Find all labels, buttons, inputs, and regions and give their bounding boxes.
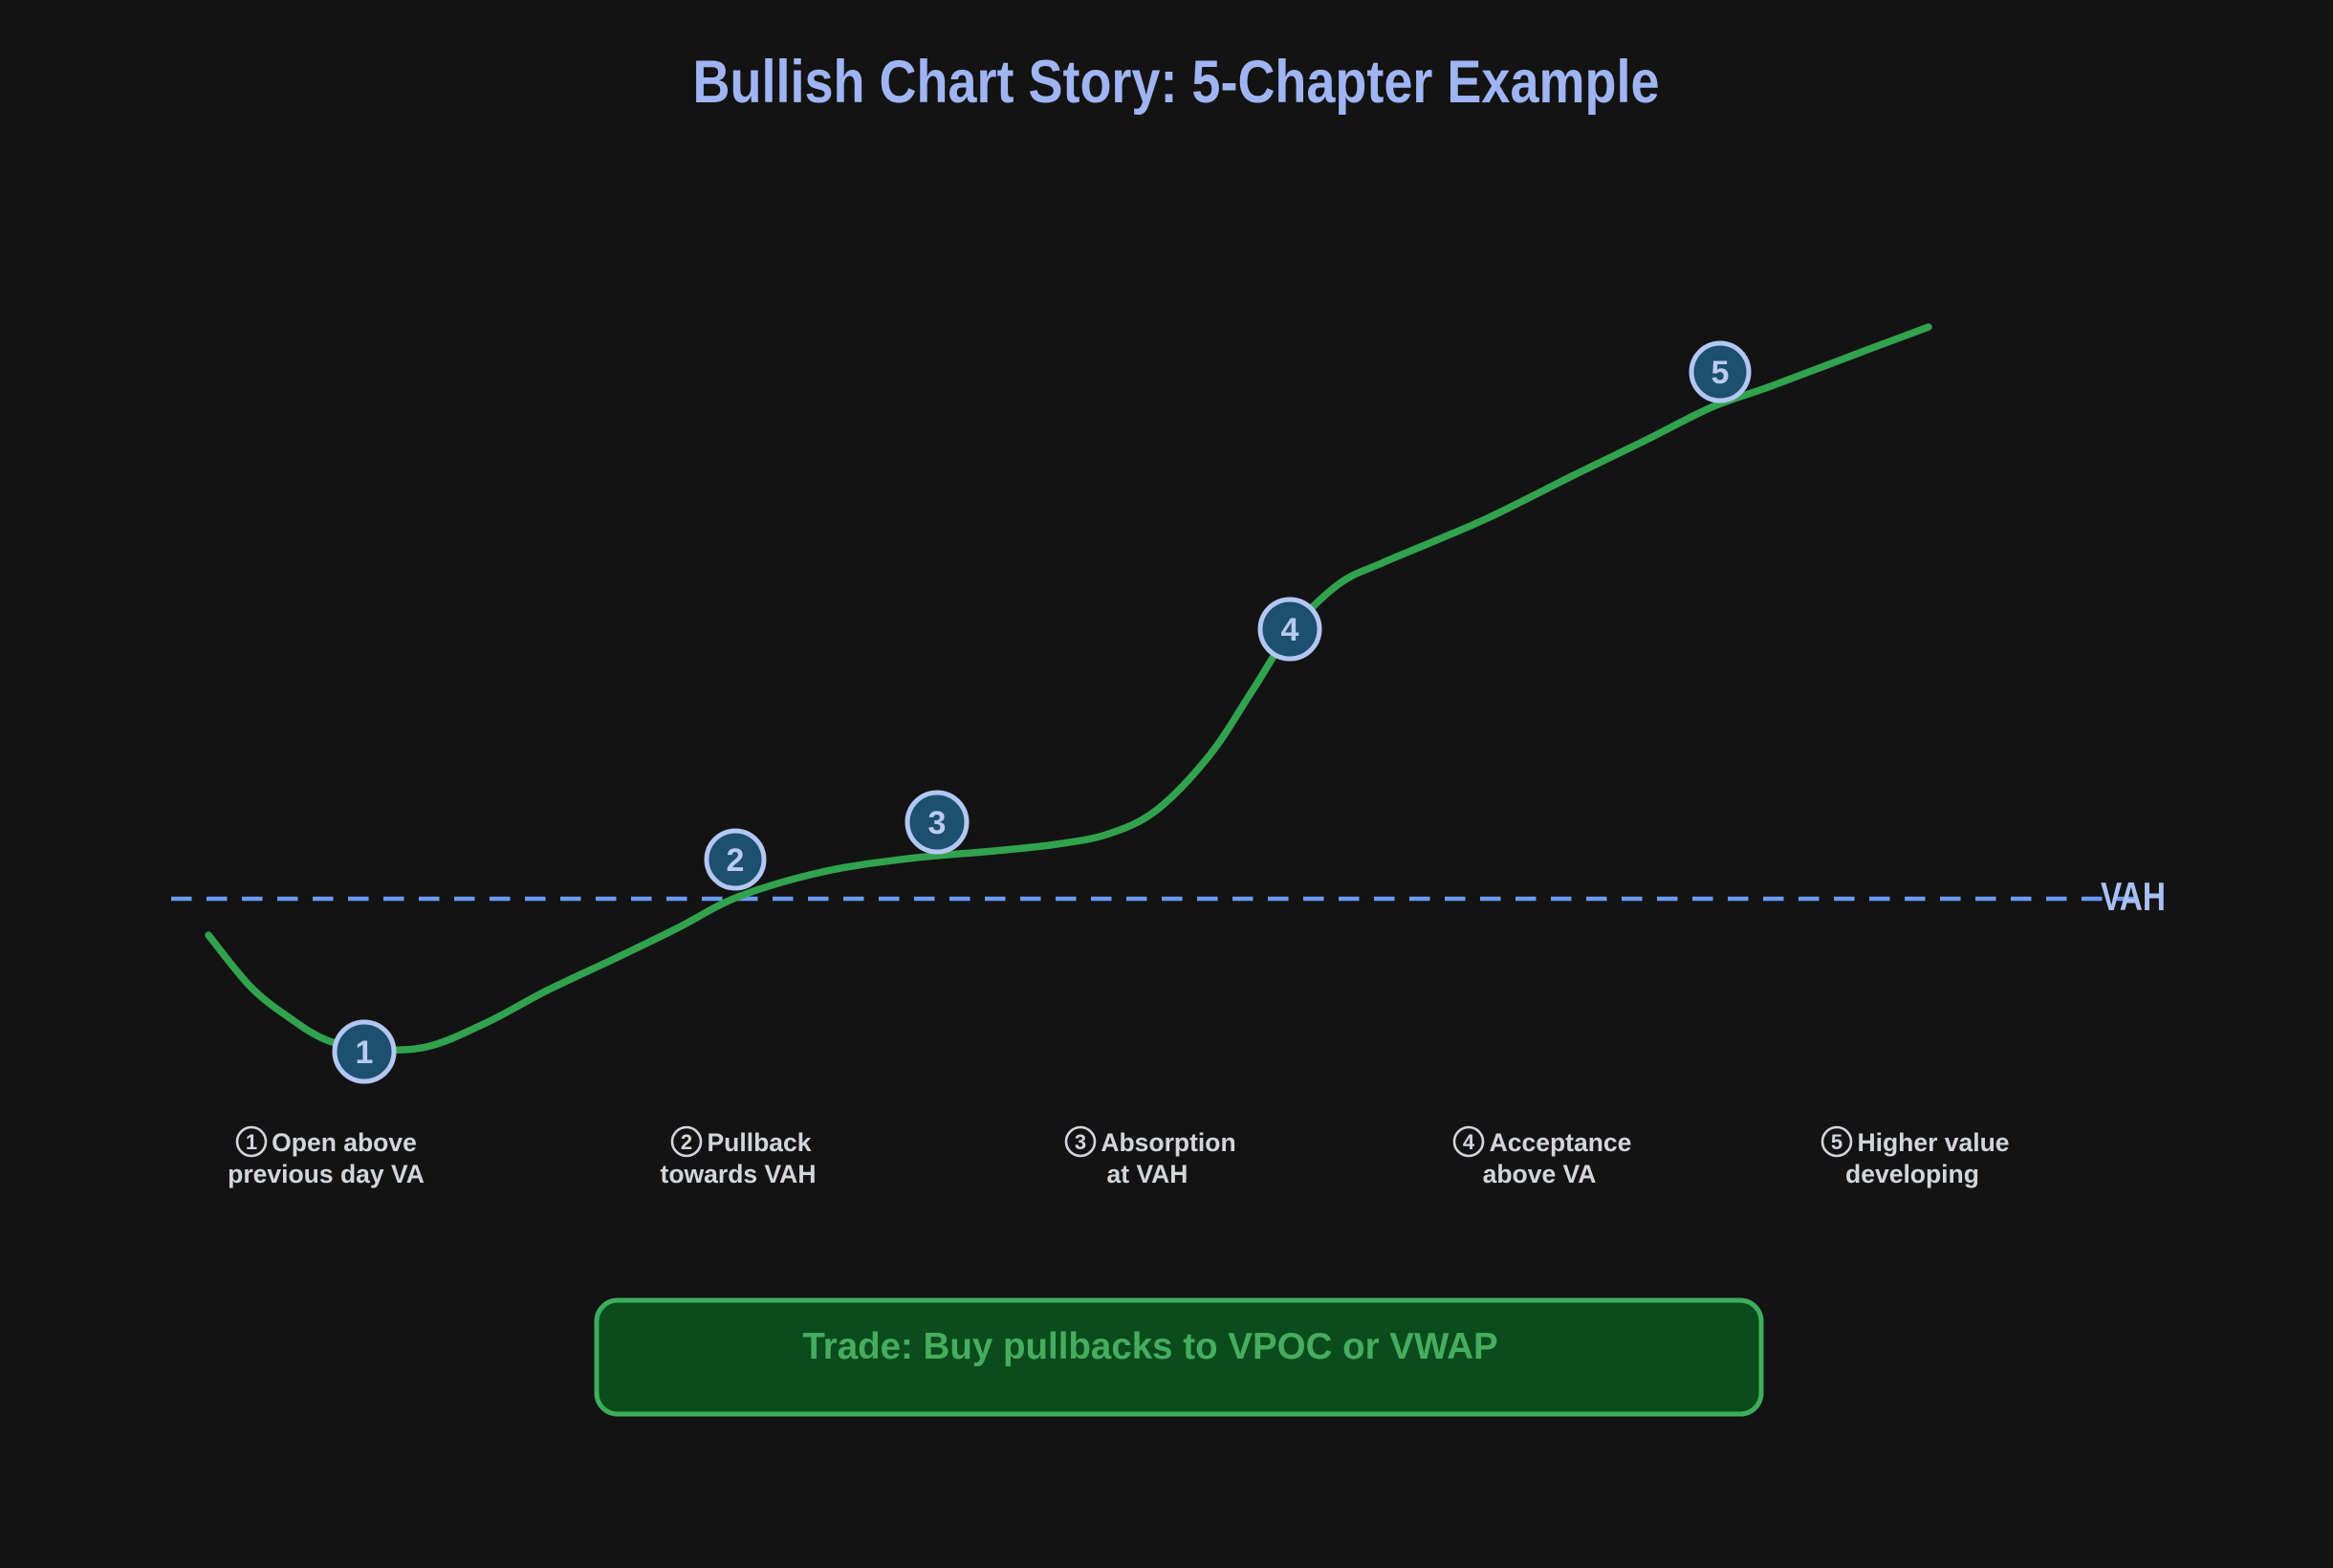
svg-text:Higher value: Higher value (1857, 1128, 2009, 1157)
svg-text:4: 4 (1281, 612, 1299, 648)
svg-text:4: 4 (1463, 1130, 1475, 1154)
svg-text:3: 3 (928, 805, 947, 841)
svg-text:Bullish Chart Story: 5-Chapter: Bullish Chart Story: 5-Chapter Example (693, 49, 1660, 116)
svg-text:at VAH: at VAH (1107, 1160, 1188, 1188)
svg-text:Acceptance: Acceptance (1490, 1128, 1632, 1157)
svg-text:2: 2 (727, 842, 745, 879)
svg-text:1: 1 (356, 1034, 374, 1071)
svg-text:1: 1 (246, 1130, 257, 1154)
svg-text:Absorption: Absorption (1101, 1128, 1235, 1157)
svg-text:5: 5 (1712, 355, 1730, 391)
svg-text:Trade: Buy pullbacks to VPOC o: Trade: Buy pullbacks to VPOC or VWAP (802, 1326, 1497, 1367)
svg-text:Open above: Open above (272, 1128, 417, 1157)
svg-text:Pullback: Pullback (708, 1128, 812, 1157)
svg-text:3: 3 (1075, 1130, 1086, 1154)
svg-text:5: 5 (1831, 1130, 1842, 1154)
svg-text:developing: developing (1845, 1160, 1979, 1188)
svg-text:2: 2 (681, 1130, 692, 1154)
svg-text:towards VAH: towards VAH (661, 1160, 817, 1188)
svg-text:above VA: above VA (1483, 1160, 1597, 1188)
svg-text:previous day VA: previous day VA (228, 1160, 425, 1188)
svg-text:VAH: VAH (2101, 874, 2166, 919)
